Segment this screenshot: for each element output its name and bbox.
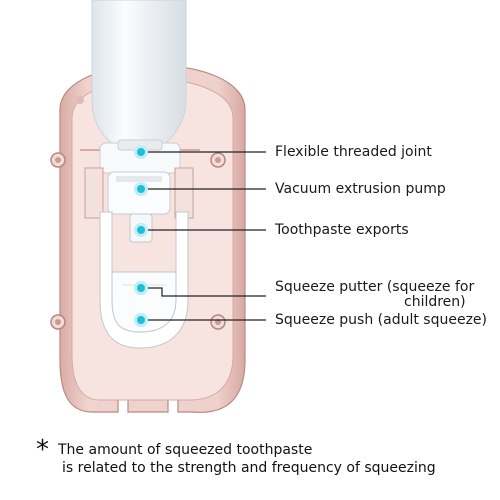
- leader-lines: [141, 151, 266, 321]
- leader-line-squeeze-putter: [141, 287, 266, 297]
- threaded-joint: [80, 139, 200, 219]
- footnote-line-2: is related to the strength and frequency…: [62, 460, 436, 476]
- label-toothpaste-exports: Toothpaste exports: [275, 222, 409, 238]
- indicator-dot-vacuum-pump: [134, 182, 148, 196]
- indicator-dot-squeeze-push: [134, 313, 148, 327]
- label-vacuum-extrusion-pump: Vacuum extrusion pump: [275, 181, 446, 197]
- asterisk-icon: *: [36, 435, 49, 465]
- indicator-dot-squeeze-putter: [134, 281, 148, 295]
- label-flexible-threaded-joint: Flexible threaded joint: [275, 144, 432, 160]
- indicator-dots: [134, 145, 148, 327]
- footnote-line-1: The amount of squeezed toothpaste: [58, 442, 313, 458]
- indicator-dot-toothpaste-exports: [134, 223, 148, 237]
- label-squeeze-putter-continuation: children): [404, 294, 466, 310]
- toothpaste-tube: [91, 0, 187, 149]
- indicator-dot-threaded-joint: [134, 145, 148, 159]
- label-squeeze-putter: Squeeze putter (squeeze for: [275, 279, 475, 295]
- label-squeeze-push: Squeeze push (adult squeeze): [275, 312, 487, 328]
